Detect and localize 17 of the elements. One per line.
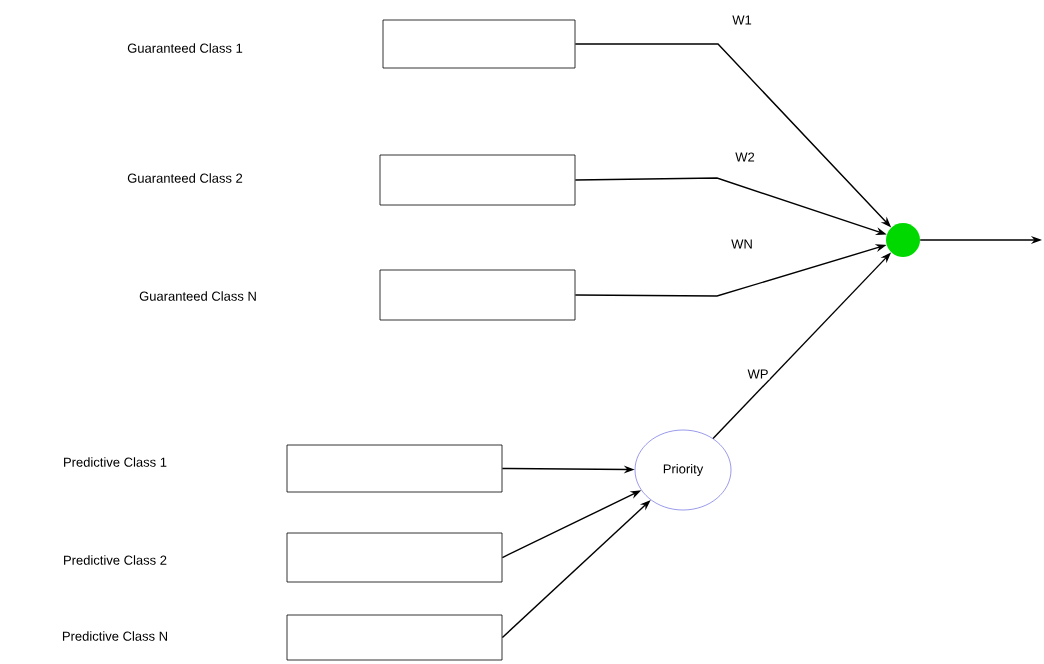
queue-box xyxy=(379,154,576,206)
edge-label: W1 xyxy=(731,14,753,26)
class-label: Predictive Class 2 xyxy=(64,555,167,565)
class-label: Guaranteed Class 1 xyxy=(127,43,243,53)
class-label: Predictive Class N xyxy=(62,631,167,641)
edge-label: W2 xyxy=(734,151,756,163)
queue-box xyxy=(286,614,503,661)
edge-label: WP xyxy=(746,368,770,380)
class-label: Guaranteed Class N xyxy=(139,291,256,301)
queue-box xyxy=(286,444,503,493)
queue-box xyxy=(382,19,576,69)
class-label: Guaranteed Class 2 xyxy=(127,173,243,183)
class-label: Predictive Class 1 xyxy=(64,457,167,467)
queue-box xyxy=(286,532,503,583)
edge-label: WN xyxy=(730,238,754,250)
junction-dot xyxy=(886,223,920,257)
queue-box xyxy=(379,269,576,321)
